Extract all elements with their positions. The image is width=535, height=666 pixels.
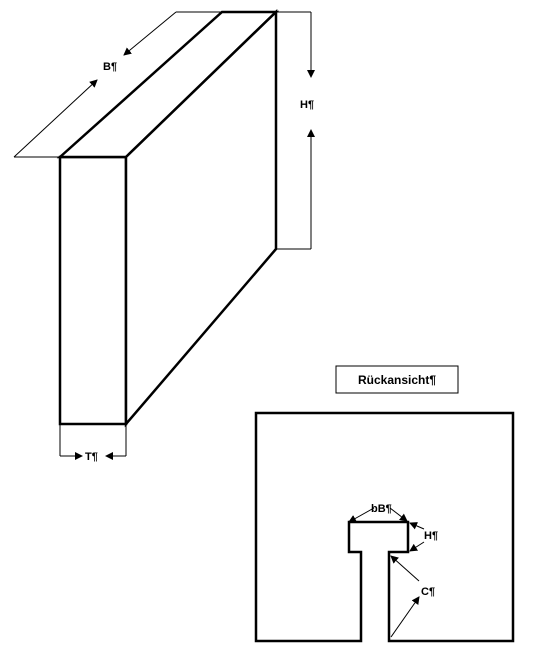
b-label: B¶ [103,61,117,73]
c-arrow-lower [390,596,420,638]
rear-view-title: Rückansicht¶ [358,373,436,387]
h-head-arrow-bottom [409,541,425,552]
h-head-label: H¶ [424,530,438,542]
board-front-face [58,155,128,426]
b-dimension-line-lower [13,79,98,158]
b-dimension-line-upper [123,11,177,56]
bb-arrow-right [389,507,408,522]
c-arrow-upper [390,555,420,582]
dimension-h: H¶ [276,11,315,250]
h-head-arrow-top [409,522,425,530]
c-label: C¶ [421,586,435,598]
bb-arrow-left [348,507,375,523]
rear-view-title-box [335,365,459,394]
bb-label: bB¶ [371,503,392,515]
rear-view-outline [254,411,515,643]
board-3d [56,9,280,428]
dimension-b: B¶ [13,11,222,158]
h-label: H¶ [300,99,314,111]
dimension-t: T¶ [59,424,127,463]
rear-view: Rückansicht¶ bB¶ H¶ C¶ [254,365,515,643]
t-label: T¶ [85,451,98,463]
